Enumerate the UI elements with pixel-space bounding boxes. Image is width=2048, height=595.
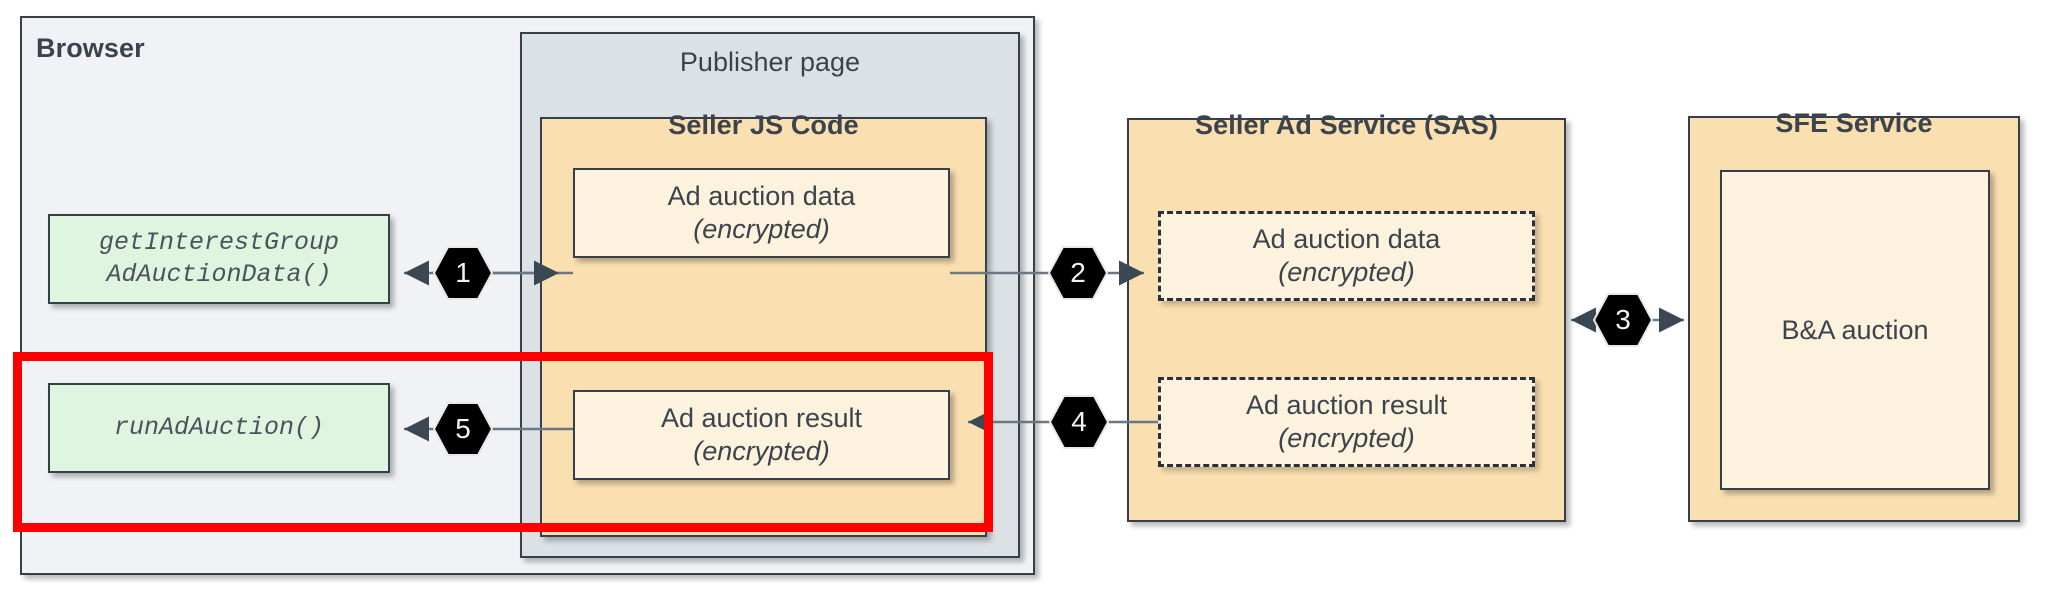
sas-ad-auction-data-cell [1158, 211, 1535, 301]
sfe-service-label: SFE Service [1775, 108, 1933, 138]
browser-label: Browser [36, 33, 145, 63]
step-marker-2-label: 2 [1070, 257, 1086, 288]
ad-auction-result-line2: (encrypted) [693, 436, 830, 466]
ad-auction-result-cell-text: Ad auction result (encrypted) [573, 390, 950, 480]
ba-auction-line1: B&A auction [1781, 314, 1929, 345]
ad-auction-data-line1: Ad auction data [667, 181, 856, 212]
api-2-line1: runAdAuction() [113, 413, 325, 442]
step-marker-1: 1 [432, 245, 494, 301]
sas-ad-auction-result-cell [1158, 377, 1535, 467]
ba-auction-cell-text: B&A auction [1720, 170, 1990, 490]
run-ad-auction-api [48, 383, 390, 473]
api-1-line2: AdAuctionData() [106, 260, 332, 289]
ad-auction-data-cell-text: Ad auction data (encrypted) [573, 168, 950, 258]
step-marker-4-label: 4 [1071, 406, 1087, 437]
step-marker-1-label: 1 [455, 257, 471, 288]
get-interest-group-ad-auction-data-api [48, 214, 390, 304]
run-ad-auction-highlight [13, 352, 993, 532]
seller-js-code-label: Seller JS Code [668, 110, 859, 140]
hexagon-icon [432, 246, 494, 300]
step-marker-4: 4 [1048, 394, 1110, 450]
hexagon-icon [432, 402, 494, 456]
step-marker-5: 5 [432, 401, 494, 457]
ad-auction-data-cell [573, 168, 950, 258]
sas-ad-auction-result-cell-text: Ad auction result (encrypted) [1158, 377, 1535, 467]
step-marker-3: 3 [1592, 292, 1654, 348]
hexagon-icon [1048, 395, 1110, 449]
ad-auction-data-line2: (encrypted) [693, 214, 830, 244]
sas-result-line2: (encrypted) [1278, 423, 1415, 453]
run-ad-auction-api-text: runAdAuction() [48, 383, 390, 473]
sas-result-line1: Ad auction result [1245, 390, 1448, 421]
step-marker-5-label: 5 [455, 413, 471, 444]
ad-auction-result-cell [573, 390, 950, 480]
step-marker-3-label: 3 [1615, 304, 1631, 335]
ba-auction-cell [1720, 170, 1990, 490]
seller-ad-service-label: Seller Ad Service (SAS) [1195, 110, 1498, 140]
publisher-page-label: Publisher page [679, 47, 861, 77]
ad-auction-result-line1: Ad auction result [660, 403, 863, 434]
get-interest-group-ad-auction-data-api-text: getInterestGroup AdAuctionData() [48, 214, 390, 304]
sas-data-line1: Ad auction data [1252, 224, 1441, 255]
step-marker-2: 2 [1047, 245, 1109, 301]
hexagon-icon [1047, 246, 1109, 300]
sas-data-line2: (encrypted) [1278, 257, 1415, 287]
api-1-line1: getInterestGroup [98, 228, 340, 257]
sas-ad-auction-data-cell-text: Ad auction data (encrypted) [1158, 211, 1535, 301]
hexagon-icon [1592, 293, 1654, 347]
